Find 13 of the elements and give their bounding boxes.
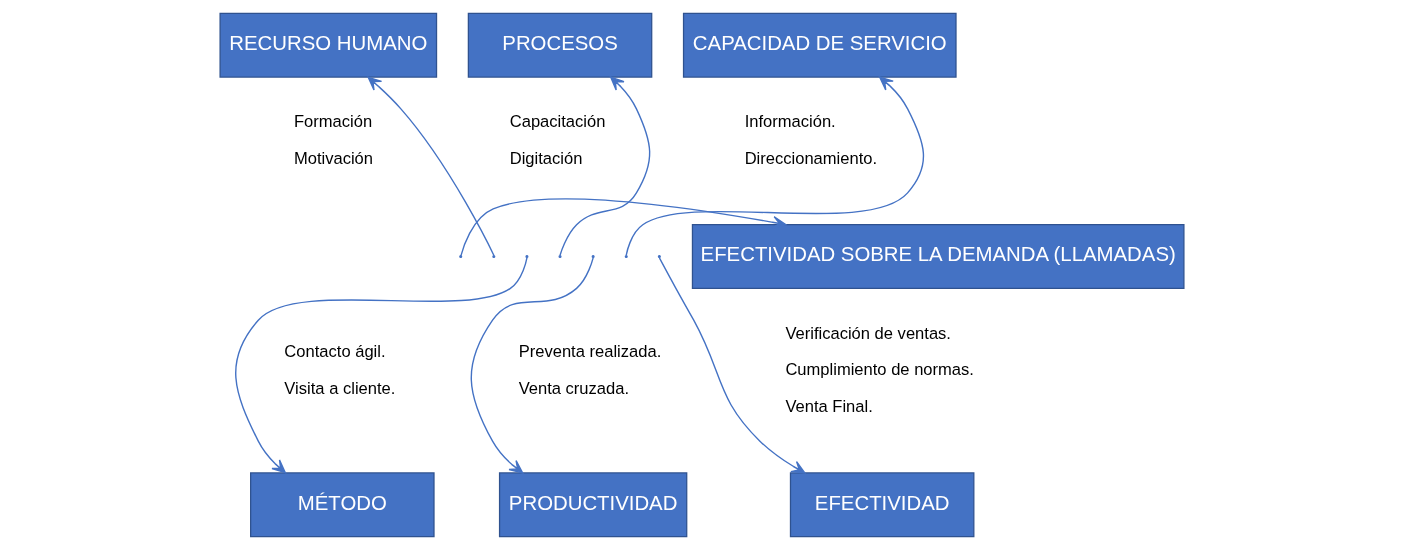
node-label: Venta cruzada. [518,378,629,398]
node-label: Motivación [293,149,373,169]
node-label: Verificación de ventas. [784,323,951,343]
node-label: Direccionamiento. [744,149,877,169]
node-label: Capacitación [509,112,605,132]
node-label: Digitación [509,149,582,169]
node-label: Visita a cliente. [283,378,395,398]
node-label: Formación [293,112,372,132]
node-label: Preventa realizada. [518,341,661,361]
node-label: Cumplimiento de normas. [784,360,974,380]
node-label: Contacto ágil. [283,341,386,361]
node-label: Información. [744,112,836,132]
node-label: Venta Final. [784,397,873,417]
